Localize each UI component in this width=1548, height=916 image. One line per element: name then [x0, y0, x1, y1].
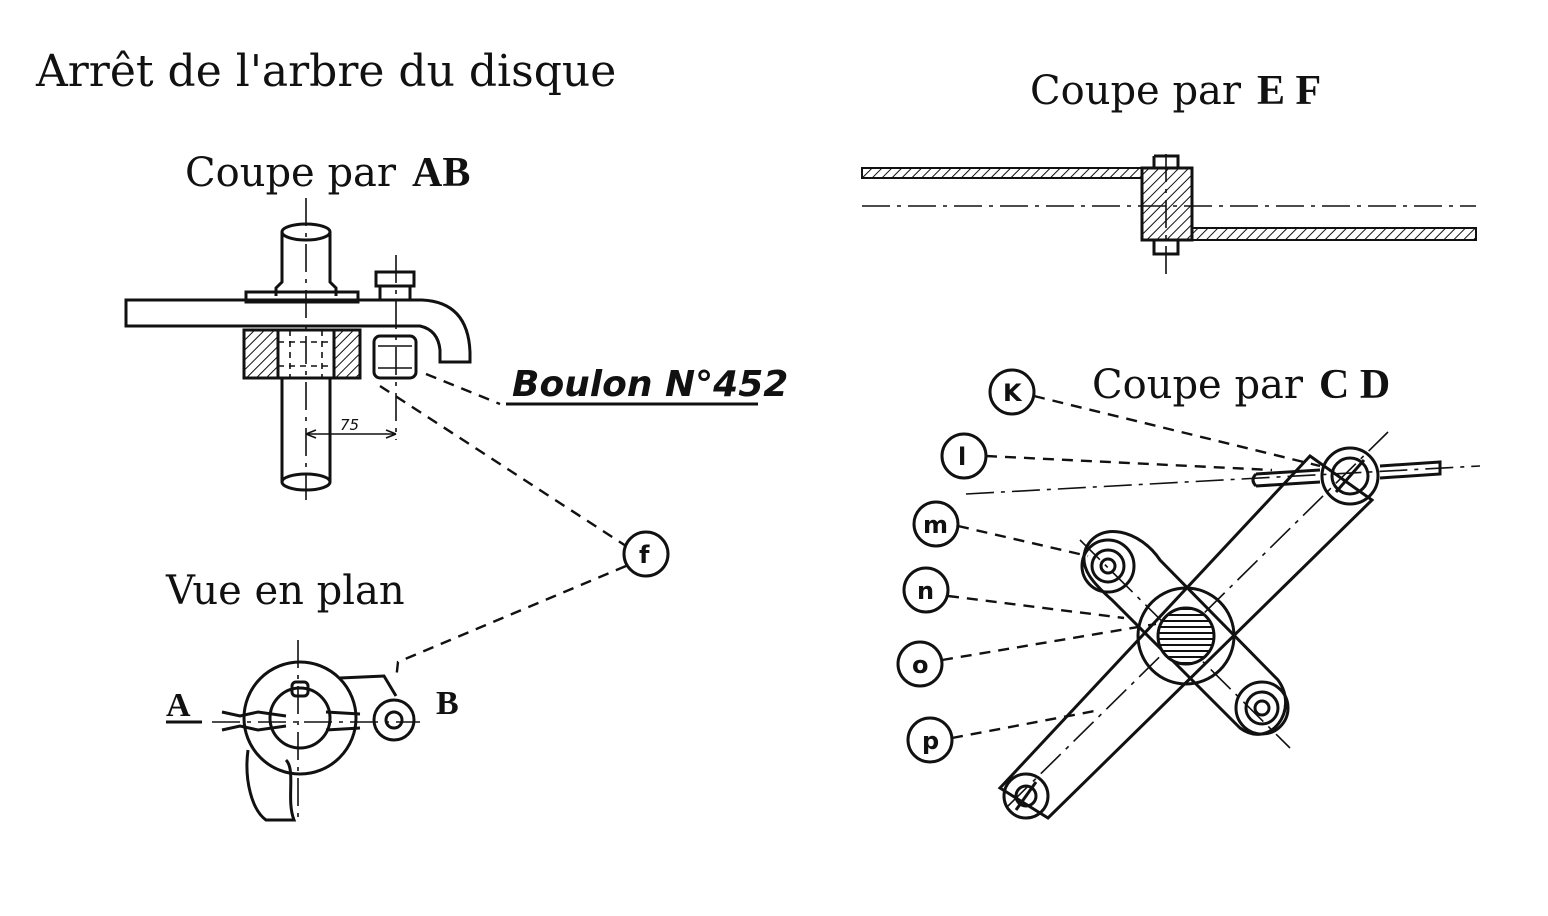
section-cd-drawing: [965, 431, 1481, 820]
svg-text:Coupe par E F: Coupe par E F: [1030, 68, 1321, 114]
dimension-75: 75: [340, 416, 359, 434]
plan-view-title: Vue en plan: [165, 568, 405, 614]
section-ab-prefix: Coupe par: [185, 150, 397, 196]
section-cd-heading: Coupe par C D: [1092, 362, 1390, 408]
callout-p: p: [906, 716, 954, 764]
callout-n: n: [902, 566, 950, 614]
callout-k-letter: K: [1003, 379, 1023, 407]
drawing-title: Arrêt de l'arbre du disque: [35, 46, 616, 97]
section-ef-letters: E F: [1257, 68, 1321, 114]
bolt-label: Boulon N°452: [512, 364, 788, 405]
svg-text:Coupe par AB: Coupe par AB: [185, 150, 470, 196]
section-ef-prefix: Coupe par: [1030, 68, 1242, 114]
callout-l: l: [940, 432, 988, 480]
plan-view-drawing: A B: [166, 640, 459, 824]
callout-p-letter: p: [922, 727, 939, 755]
callout-f: f: [622, 530, 670, 578]
callout-l-letter: l: [958, 443, 966, 471]
callout-o: o: [896, 640, 944, 688]
section-cd-letters: C D: [1319, 362, 1390, 408]
callout-o-letter: o: [912, 651, 929, 679]
callout-m-letter: m: [923, 511, 948, 539]
plan-label-b: B: [436, 685, 459, 722]
plan-label-a: A: [166, 687, 191, 724]
section-ef-heading: Coupe par E F: [1030, 68, 1321, 114]
section-ab-drawing: 75: [124, 198, 472, 500]
section-ab-letters: AB: [412, 150, 470, 196]
callout-k: K: [988, 368, 1036, 416]
section-ab-heading: Coupe par AB: [185, 150, 470, 196]
callout-n-letter: n: [917, 577, 934, 605]
svg-text:Coupe par C D: Coupe par C D: [1092, 362, 1390, 408]
callout-f-letter: f: [639, 541, 650, 569]
section-cd-prefix: Coupe par: [1092, 362, 1304, 408]
section-ef-drawing: [861, 154, 1477, 276]
callout-m: m: [912, 500, 960, 548]
